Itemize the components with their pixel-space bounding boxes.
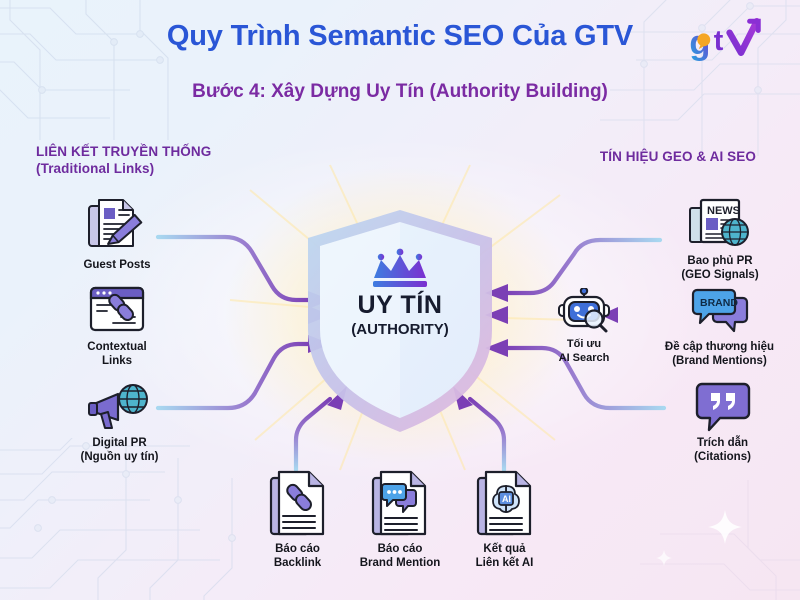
shield-title: UY TÍN: [357, 291, 443, 319]
browser-link-icon: [89, 286, 145, 332]
node-ai-link-results[interactable]: AI Kết quả Liên kết AI: [452, 470, 557, 571]
svg-text:NEWS: NEWS: [707, 205, 740, 217]
node-guest-posts[interactable]: Guest Posts: [62, 196, 172, 272]
node-label: Bao phủ PR (GEO Signals): [681, 255, 759, 282]
section-header-left-line1: LIÊN KẾT TRUYỀN THỐNG: [36, 144, 212, 159]
sparkle-decoration: [708, 510, 742, 544]
report-chat-icon: [371, 470, 427, 536]
brand-chat-icon: BRAND: [691, 288, 748, 333]
node-label: Contextual Links: [87, 341, 147, 368]
page-subtitle: Bước 4: Xây Dựng Uy Tín (Authority Build…: [192, 81, 608, 102]
node-digital-pr[interactable]: Digital PR (Nguồn uy tín): [62, 382, 177, 465]
section-header-left: LIÊN KẾT TRUYỀN THỐNG (Traditional Links…: [36, 143, 211, 178]
megaphone-globe-icon: [87, 384, 148, 429]
sparkle-decoration-small: [656, 550, 672, 566]
shield-subtitle: (AUTHORITY): [351, 321, 449, 338]
node-brand-mentions[interactable]: BRAND Đề cập thương hiệu (Brand Mentions…: [652, 288, 787, 369]
node-geo-signals[interactable]: NEWS Bao phủ PR (GEO Signals): [660, 196, 780, 283]
node-brand-mention-report[interactable]: Báo cáo Brand Mention: [340, 470, 460, 571]
section-header-right: TÍN HIỆU GEO & AI SEO: [600, 148, 756, 165]
circuit-pattern-bottom-right: [640, 480, 800, 600]
node-label: Guest Posts: [83, 259, 151, 271]
svg-text:t: t: [714, 25, 724, 57]
svg-text:AI: AI: [502, 494, 511, 504]
section-header-left-line2: (Traditional Links): [36, 161, 155, 177]
section-header-right-line1: TÍN HIỆU GEO & AI SEO: [599, 149, 756, 164]
node-label: Đề cập thương hiệu (Brand Mentions): [664, 341, 775, 368]
node-label: Digital PR (Nguồn uy tín): [80, 437, 159, 464]
svg-text:BRAND: BRAND: [700, 297, 738, 309]
node-label: Trích dẫn (Citations): [694, 437, 751, 464]
report-ai-icon: AI: [476, 470, 531, 536]
documents-pencil-icon: [88, 199, 143, 247]
quote-bubble-icon: [695, 382, 750, 432]
node-contextual-links[interactable]: Contextual Links: [62, 284, 172, 369]
node-label: Tối ưu AI Search: [558, 338, 610, 364]
report-link-icon: [269, 470, 324, 536]
gtv-logo[interactable]: g t: [688, 18, 774, 66]
node-label: Kết quả Liên kết AI: [475, 543, 534, 570]
page-title: Quy Trình Semantic SEO Của GTV: [166, 20, 634, 52]
node-label: Báo cáo Backlink: [273, 543, 322, 570]
robot-search-icon: [558, 288, 610, 333]
node-citations[interactable]: Trích dẫn (Citations): [665, 382, 780, 465]
node-ai-search[interactable]: Tối ưu AI Search: [536, 288, 632, 365]
node-backlink-report[interactable]: Báo cáo Backlink: [245, 470, 350, 571]
newspaper-globe-icon: NEWS: [689, 198, 749, 246]
node-label: Báo cáo Brand Mention: [359, 543, 441, 570]
